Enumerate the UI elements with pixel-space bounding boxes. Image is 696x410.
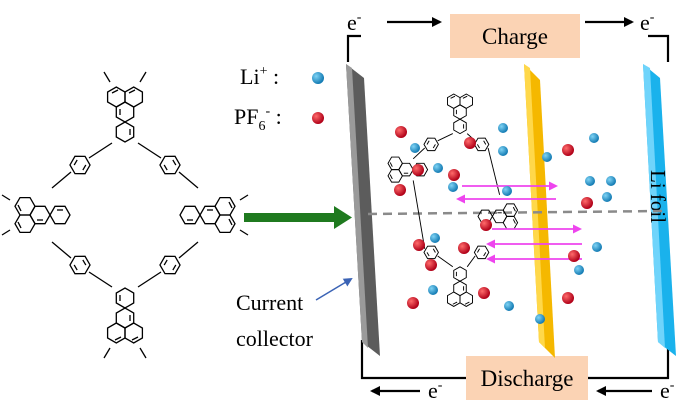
pf6-ion: [412, 164, 424, 176]
pf6-ion: [407, 297, 419, 309]
molecular-structure: [1, 71, 249, 359]
pf6-ion: [464, 137, 476, 149]
phenyl-ring: [66, 151, 94, 179]
electrode-molecule: [387, 93, 519, 307]
li-ion: [433, 163, 443, 173]
pf6-ion: [568, 250, 580, 262]
phenyl-ring: [156, 251, 184, 279]
green-arrow: [244, 206, 352, 229]
wire-bottom-left: [360, 340, 466, 380]
electron-label-bottom-left: e-: [428, 378, 443, 403]
li-ions: [410, 123, 616, 324]
li-ion-legend-dot: [312, 72, 324, 84]
li-ion: [448, 182, 458, 192]
li-ion: [428, 285, 438, 295]
pf6-ion: [562, 292, 574, 304]
li-foil-label: Li foil: [646, 170, 670, 223]
electron-label-bottom-right: e-: [660, 378, 675, 403]
pf6-ion: [581, 197, 593, 209]
electron-label-top-right: e-: [640, 10, 655, 35]
li-ion: [592, 242, 602, 252]
current-collector-label-line1: Current: [236, 290, 303, 315]
discharge-label: Discharge: [481, 366, 574, 391]
pyrene-left: [14, 196, 71, 234]
li-ion: [606, 176, 616, 186]
dashed-axis: [367, 209, 665, 216]
li-ion: [585, 176, 595, 186]
li-ion: [430, 233, 440, 243]
pyrene-right: [179, 196, 236, 234]
bonds: [1, 71, 249, 359]
ion-migration-arrows: [456, 181, 582, 264]
pf6-ion: [480, 219, 492, 231]
li-ion: [542, 152, 552, 162]
charge-label: Charge: [482, 24, 548, 49]
li-ion: [410, 143, 420, 153]
li-ion: [498, 146, 508, 156]
li-ion: [504, 301, 514, 311]
li-ion: [498, 123, 508, 133]
li-ion: [502, 186, 512, 196]
wire-top-right: [648, 34, 670, 62]
separator-plate: [524, 64, 555, 358]
wire-bottom-right: [588, 340, 670, 380]
discharge-box: [466, 356, 588, 400]
li-ion: [535, 314, 545, 324]
li-ion: [589, 133, 599, 143]
li-ion: [574, 265, 584, 275]
pf6-ion: [394, 184, 406, 196]
charge-box: [450, 14, 580, 58]
collector-pointer-arrow: [315, 277, 353, 301]
pf6-ion: [425, 259, 437, 271]
pyrene-top: [106, 86, 144, 143]
pf6-legend-label: PF6- :: [234, 104, 282, 134]
li-ion-legend-label: Li+ :: [240, 64, 279, 89]
current-collector-plate: [346, 64, 380, 356]
li-ion: [602, 192, 612, 202]
phenyl-ring: [66, 251, 94, 279]
pf6-ion: [562, 144, 574, 156]
pf6-ion: [478, 287, 490, 299]
wire-top-left: [346, 34, 361, 62]
circuit-wires: [346, 17, 670, 396]
legend: Li+ : PF6- :: [234, 64, 324, 134]
pyrene-bottom: [106, 287, 144, 344]
pf6-ion: [458, 242, 470, 254]
electron-label-top-left: e-: [347, 10, 362, 35]
pf6-legend-dot: [312, 112, 324, 124]
pf6-ion: [413, 239, 425, 251]
phenyl-ring: [156, 151, 184, 179]
pf6-ion: [448, 169, 460, 181]
current-collector-label-line2: collector: [236, 326, 314, 351]
pf6-ion: [395, 126, 407, 138]
pf6-ions: [394, 126, 593, 309]
